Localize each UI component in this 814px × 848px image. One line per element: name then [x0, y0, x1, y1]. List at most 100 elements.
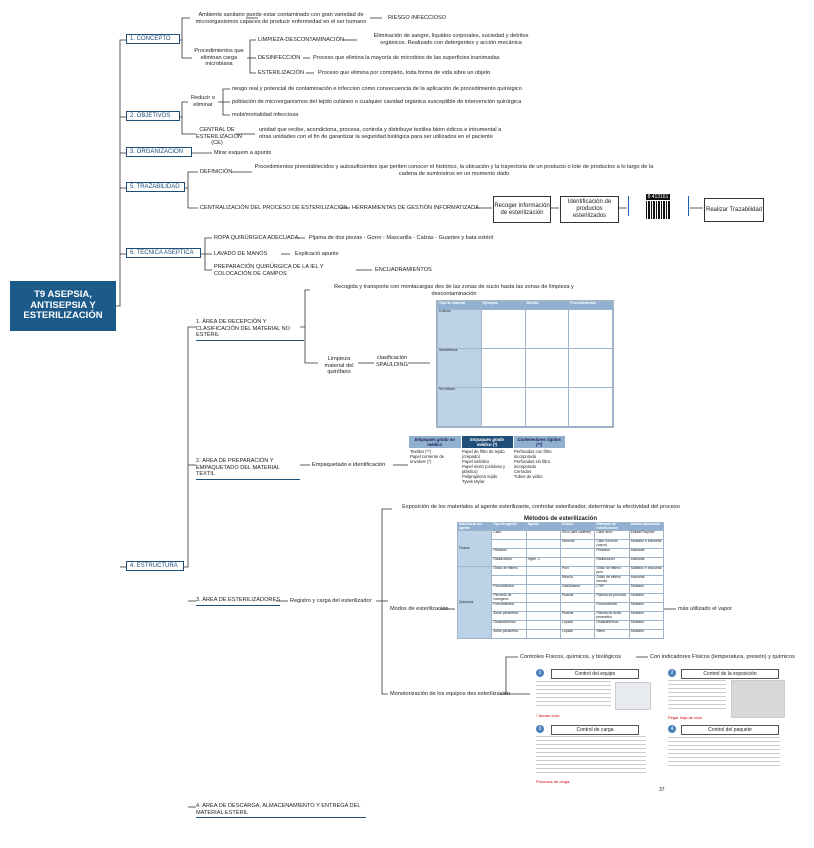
branch-concepto[interactable]: 1. CONCEPTO: [126, 34, 180, 44]
desinfeccion-label: DESINFECCIÓN: [258, 55, 301, 61]
spaulding-row-nocritico: No críticos: [437, 387, 482, 427]
ctrl1-photo: [615, 682, 651, 710]
riesgo-text: RIESGO INFECCIOSO: [388, 15, 447, 21]
emp-col2-item: Papel mixto (celulosa y plástico): [462, 464, 506, 475]
objetivo-item-3: mobi/mortalidad infecciosa: [232, 112, 299, 118]
metodos-table: Métodos de esterilización Naturaleza del…: [456, 516, 665, 640]
spaulding-table: Tipo de material Ejemplos Método Procedi…: [436, 300, 614, 428]
spaulding-header-3: Procedimientos: [568, 301, 613, 310]
metodos-header-0: Naturaleza del agente: [456, 521, 493, 532]
central-desc: unidad que recibe, acondiciona, procesa,…: [259, 127, 502, 140]
preparacion-desc: ENCUADRAMIENTOS: [375, 267, 432, 273]
area4-node[interactable]: 4. ÁREA DE DESCARGA, ALMACENAMIENTO Y EN…: [196, 803, 366, 819]
registro-text: Registro y carga del esterilizador: [290, 598, 372, 604]
esterilizacion-label: ESTERILIZACIÓN: [258, 70, 305, 76]
ropa-desc: Pijama de dos piezas - Gorro - Mascarill…: [309, 235, 494, 241]
objetivo-item-2: población de microorganismos del tejido …: [232, 99, 522, 105]
spaulding-row-semicritico: Semicríticos: [437, 348, 482, 388]
emp-col1-item: Textiles (**): [410, 449, 432, 454]
ropa-label: ROPA QUIRÚRGICA ADECUADA: [214, 235, 299, 241]
emp-col3-item: Perforados sin filtro incorporado: [514, 459, 551, 470]
definicion-desc: Procedimientos preestablecidos y autosuf…: [254, 164, 654, 177]
emp-header-1: Empaques grado médico (*): [461, 436, 514, 448]
limpieza-label: LIMPIEZA-DESCONTAMINACIÓN: [258, 37, 344, 43]
emp-col2-item: Papel sintético: [462, 459, 490, 465]
ctrl3-title: Control de carga: [551, 725, 639, 735]
area3-node[interactable]: 3. ÁREA DE ESTERILIZADORES: [196, 597, 280, 606]
emp-col2-item: Polipropileno tejido: [462, 474, 498, 480]
spaulding-row-critico: Críticos: [437, 309, 482, 349]
ctrl4-number: 4: [668, 725, 676, 733]
clasificacion-spaulding: clasificación SPAULDING: [376, 355, 408, 368]
definicion-label: DEFINICIÓN: [200, 169, 233, 175]
spaulding-header-1: Ejemplos: [480, 301, 526, 310]
organizacion-desc: Mirar esquem a apunts: [214, 150, 272, 156]
branch-estructura[interactable]: 4. ESTRUCTURA: [126, 561, 184, 571]
limpieza-desc: Eliminación de sangre, líquidos corporal…: [373, 33, 529, 46]
emp-col2-item: Papel de filtro de tejido (crepado): [462, 449, 505, 460]
herramientas-label: HERRAMIENTAS DE GESTIÓN INFORMATIZADA: [352, 205, 479, 211]
ctrl2-number: 2: [668, 669, 676, 677]
con-indicadores-text: Con indicadores Físicos (temperatura, pr…: [650, 654, 795, 660]
emp-header-0: Empaques grado no médico: [409, 436, 462, 448]
emp-col3-item: Perforados con filtro incorporado: [514, 449, 552, 460]
flow-identificacion: Identificación de productos esterilizado…: [560, 196, 619, 223]
branch-trazabilidad[interactable]: 5. TRAZABILIDAD: [126, 182, 185, 192]
lavado-desc: Explicació apunts: [295, 251, 339, 257]
page-number: 37: [659, 787, 665, 793]
metodos-cell: Steris: [594, 629, 630, 640]
esterilizacion-desc: Proceso que elimina por completo, toda f…: [318, 70, 491, 76]
flow-realizar: Realizar Trazabilidad: [704, 198, 764, 222]
controles-slide: 1 Control del equipo * Anotar ciclo. 2 C…: [531, 666, 785, 797]
root-topic[interactable]: T9 ASEPSIA, ANTISEPSIA Y ESTERILIZACIÓN: [10, 281, 116, 331]
emp-col1-item: Papel corriente de envolver (*): [410, 454, 444, 465]
emp-header-2: Contenedores rígidos (**): [513, 436, 565, 448]
metodos-cell: Ingen. L.: [525, 557, 561, 568]
ctrl4-lines: [668, 737, 780, 769]
metodos-header-2: Agente: [525, 521, 561, 532]
emp-col2-item: Tyvek Mylar: [462, 479, 485, 485]
metodos-group-quimicos: Químicos: [456, 566, 493, 640]
metodos-cell: Líquido: [559, 629, 596, 640]
objetivo-item-1: riesgo real y potencial de contaminación…: [232, 86, 522, 92]
empaquetado-table: Empaques grado no médico Empaques grado …: [409, 436, 565, 485]
ctrl3-note: Procesos de carga: [536, 779, 570, 784]
ctrl2-photo: [731, 680, 785, 718]
barcode-number: 8 413161: [646, 194, 670, 200]
empaquetado-text: Empaquetado e identificación: [312, 462, 386, 468]
ctrl1-title: Control del equipo: [551, 669, 639, 679]
monitorizacion-text: Monotorización de los equipos des esteri…: [390, 691, 511, 697]
limpieza-material: Limpieza material del quirófano: [324, 356, 354, 376]
metodos-group-fisicos: Físicos: [456, 530, 493, 568]
mas-utilizado-text: más utilizado el vapor: [678, 606, 733, 612]
barcode-icon: [646, 201, 670, 219]
area2-node[interactable]: 2. ÁREA DE PREPARACIÓN Y EMPAQUETADO DEL…: [196, 458, 300, 480]
metodos-cell: Ácido peracético: [491, 629, 527, 640]
ctrl2-title: Control de la exposición: [681, 669, 779, 679]
controles-text: Controles Físicos, químicos, y biológico…: [520, 654, 622, 660]
centralizacion-label: CENTRALIZACIÓN DEL PROCESO DE ESTERILIZA…: [200, 205, 348, 211]
ctrl3-lines: [536, 736, 646, 776]
metodos-cell: Húmedo: [559, 539, 596, 550]
central-text: CENTRAL DE ESTERILIZACIÓN (CE): [196, 127, 243, 147]
branch-organizacion[interactable]: 3. ORGANIZACIÓN: [126, 147, 192, 157]
ctrl3-number: 3: [536, 725, 544, 733]
reducir-text: Reducir o eliminar: [191, 95, 215, 108]
area1-node[interactable]: 1. ÁREA DE RECEPCIÓN Y CLASIFICACIÓN DEL…: [196, 319, 304, 341]
branch-tecnica[interactable]: 6. TÉCNICA ASÉPTICA: [126, 248, 201, 258]
metodos-cell: [559, 548, 596, 559]
spaulding-header-2: Método: [524, 301, 570, 310]
ctrl2-lines: [668, 680, 726, 712]
procedimientos-text: Procedimientos que eliminan carga microb…: [194, 48, 244, 68]
flow-recoger: Recoger información de esterilización: [493, 196, 551, 223]
branch-objetivos[interactable]: 2. OBJETIVOS: [126, 111, 180, 121]
metodos-cell: Óxido de etileno: [491, 566, 527, 577]
ctrl1-number: 1: [536, 669, 544, 677]
emp-col3-item: Cerrados: [514, 469, 532, 475]
modos-text: Modos de esterilización: [390, 606, 449, 612]
ctrl4-title: Control del paquete: [681, 725, 779, 735]
metodos-cell: Sanitario: [628, 629, 665, 640]
metodos-header-5: Ámbito aplicación: [628, 521, 665, 532]
ctrl2-note: Pegar hoja de ciclo: [668, 715, 703, 720]
